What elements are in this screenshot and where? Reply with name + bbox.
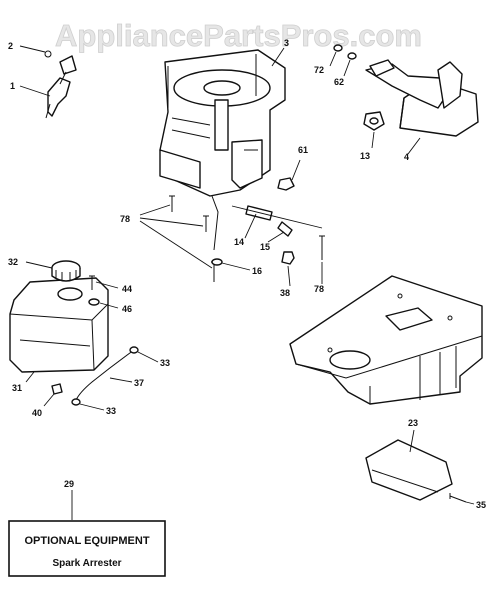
nut-61: [277, 177, 295, 191]
callout-15: 15: [260, 242, 270, 252]
callout-32: 32: [8, 257, 18, 267]
callout-78-right: 78: [314, 284, 324, 294]
callout-1: 1: [10, 81, 15, 91]
fuel-line: [71, 346, 139, 406]
bolt-78-right: [319, 235, 325, 260]
callout-29: 29: [64, 479, 74, 489]
callout-13: 13: [360, 151, 370, 161]
heat-shield: [365, 439, 453, 501]
fuel-tank: [9, 277, 109, 373]
nut-38: [281, 251, 295, 265]
callout-3: 3: [284, 38, 289, 48]
engine-mount-plate: [289, 275, 483, 405]
callout-35: 35: [476, 500, 486, 510]
engine: [159, 49, 286, 197]
callout-33-upper: 33: [160, 358, 170, 368]
callout-62: 62: [334, 77, 344, 87]
callout-2: 2: [8, 41, 13, 51]
washer-16: [211, 258, 223, 266]
fuel-cap: [51, 260, 81, 282]
callout-31: 31: [12, 383, 22, 393]
callout-23: 23: [408, 418, 418, 428]
muffler: [365, 59, 479, 137]
exhaust-gasket: [363, 111, 385, 131]
callout-16: 16: [252, 266, 262, 276]
throttle-control: [44, 50, 77, 119]
callout-4: 4: [404, 152, 409, 162]
optional-equipment-box: OPTIONAL EQUIPMENT Spark Arrester: [8, 520, 166, 577]
callout-38: 38: [280, 288, 290, 298]
callout-61: 61: [298, 145, 308, 155]
spark-arrester-label: Spark Arrester: [52, 558, 121, 569]
callout-46: 46: [122, 304, 132, 314]
callout-14: 14: [234, 237, 244, 247]
callout-33-lower: 33: [106, 406, 116, 416]
lock-washer-62: [347, 52, 357, 60]
engine-mount-bolts: [169, 195, 217, 282]
washer-72: [333, 44, 343, 52]
watermark-text: AppliancePartsPros.com: [55, 18, 422, 53]
screw-35: [449, 493, 467, 503]
callout-40: 40: [32, 408, 42, 418]
callout-37: 37: [134, 378, 144, 388]
clip-40: [51, 383, 63, 395]
bushing-46: [88, 298, 100, 306]
screw-44: [89, 275, 95, 290]
callout-44: 44: [122, 284, 132, 294]
optional-equipment-title: OPTIONAL EQUIPMENT: [24, 535, 149, 547]
callout-78-left: 78: [120, 214, 130, 224]
callout-72: 72: [314, 65, 324, 75]
